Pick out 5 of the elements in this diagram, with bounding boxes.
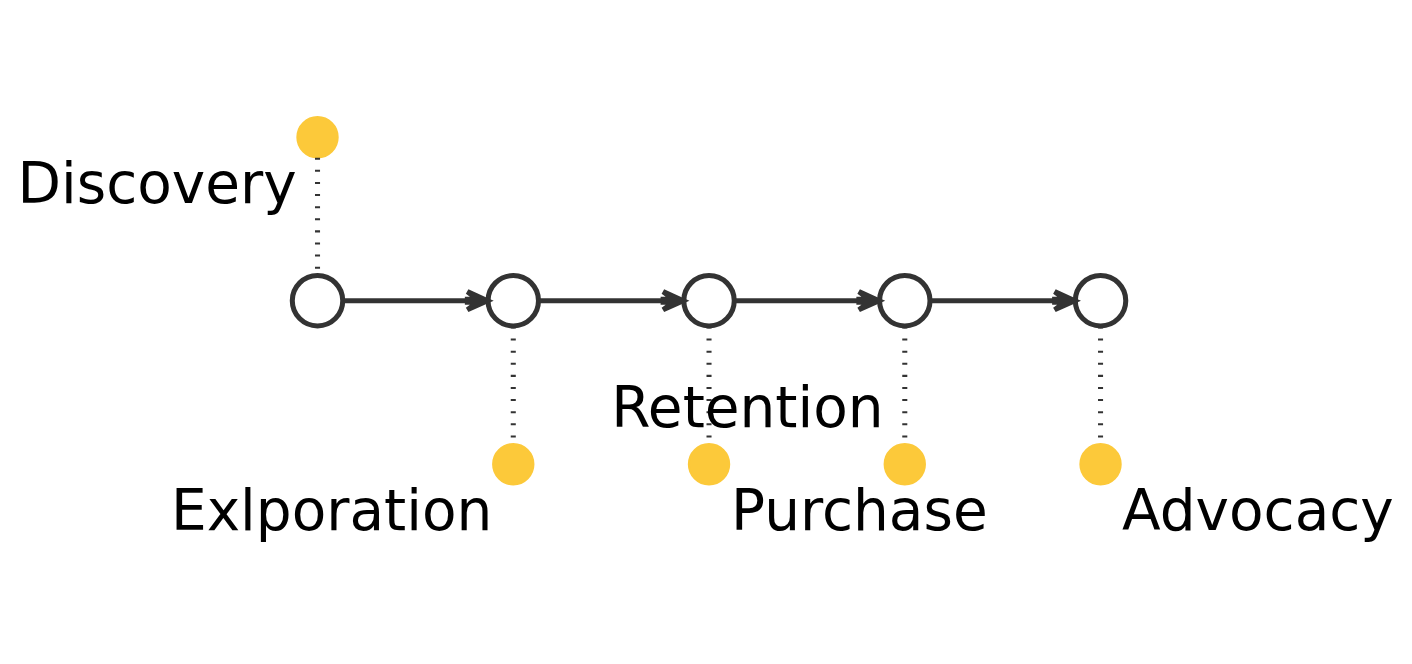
node-label: Purchase xyxy=(731,477,988,543)
node-label: Advocacy xyxy=(1122,477,1394,543)
node-label: Exlporation xyxy=(170,477,493,543)
node-label: Retention xyxy=(611,374,884,440)
node-label: Discovery xyxy=(17,150,297,216)
